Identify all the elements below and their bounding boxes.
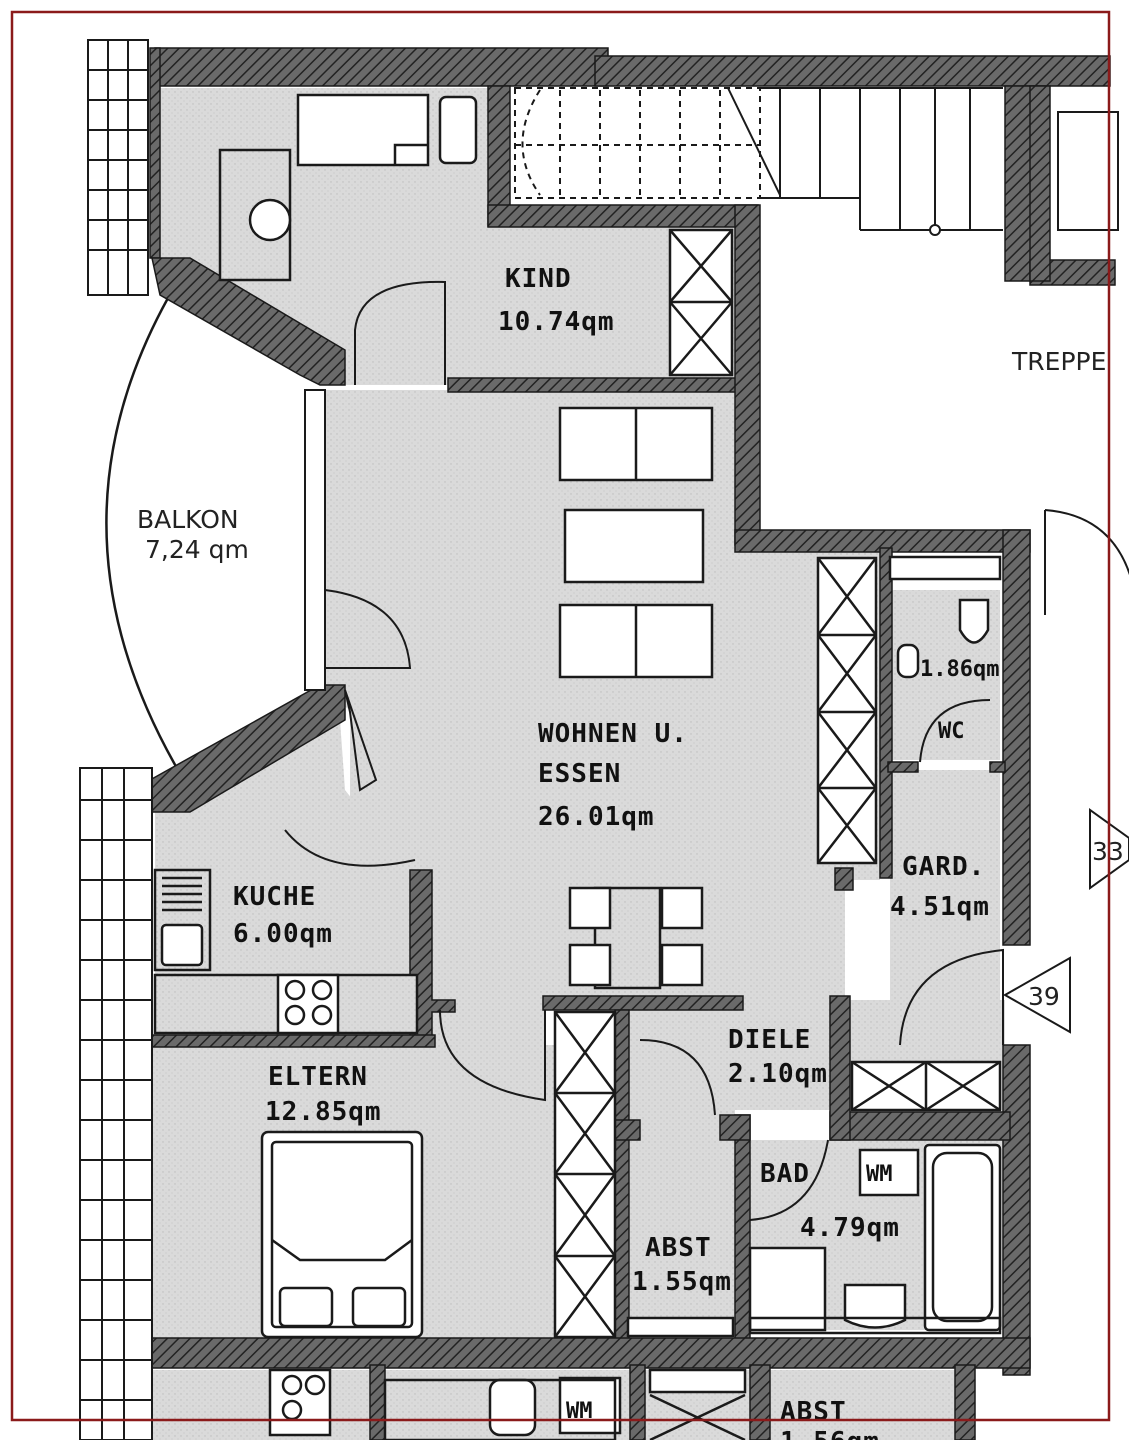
area-gard: 4.51qm xyxy=(890,892,990,922)
chair-2 xyxy=(568,943,612,987)
window-kuche-eltern xyxy=(79,767,153,1440)
bad-sink xyxy=(843,1283,907,1329)
bad-wm xyxy=(858,1148,920,1197)
label-gard: GARD. xyxy=(902,852,985,882)
chair-3 xyxy=(660,886,704,930)
door-kind xyxy=(354,280,446,385)
area-abst-lower: 1.56qm xyxy=(780,1427,880,1440)
label-kuche: KUCHE xyxy=(233,882,316,912)
window-kind xyxy=(87,39,149,296)
area-balkon: 7,24 qm xyxy=(145,535,249,564)
walls xyxy=(149,47,1116,1440)
window-ticks xyxy=(80,69,152,1401)
staircase xyxy=(514,87,1119,236)
label-eltern: ELTERN xyxy=(268,1062,368,1092)
floor-kuche xyxy=(155,720,420,1035)
label-diele: DIELE xyxy=(728,1025,811,1055)
kitchen-sink xyxy=(160,923,204,967)
label-wc: WC xyxy=(938,719,965,744)
area-kind: 10.74qm xyxy=(498,307,615,337)
label-wm-bad: WM xyxy=(866,1162,893,1187)
room-labels: KIND 10.74qm TREPPE BALKON 7,24 qm WOHNE… xyxy=(137,264,1124,1440)
balkon-outline xyxy=(105,297,180,771)
floor-wohnen xyxy=(320,390,880,1100)
coffee-table xyxy=(563,508,705,584)
pillow-left xyxy=(278,1286,334,1328)
door-entry xyxy=(899,948,1004,1046)
area-eltern: 12.85qm xyxy=(265,1097,382,1127)
label-abst-lower: ABST xyxy=(780,1397,847,1427)
label-abst: ABST xyxy=(645,1233,712,1263)
wohnen-wardrobe xyxy=(816,556,878,865)
door-treppe xyxy=(1044,509,1129,576)
doors xyxy=(284,280,1129,1221)
area-abst: 1.55qm xyxy=(632,1267,732,1297)
wc-sink xyxy=(896,643,920,679)
area-bad: 4.79qm xyxy=(800,1213,900,1243)
floor-abst xyxy=(630,1025,735,1325)
wc-toilet xyxy=(958,598,990,644)
area-diele: 2.10qm xyxy=(728,1059,828,1089)
door-eltern xyxy=(439,1009,546,1102)
label-wohnen-1: WOHNEN U. xyxy=(538,719,688,749)
kind-desk xyxy=(296,93,430,167)
label-bad: BAD xyxy=(760,1159,810,1189)
eltern-bed xyxy=(260,1130,424,1339)
floor-gard xyxy=(890,770,1000,1045)
door-bad xyxy=(749,1139,829,1221)
area-wohnen: 26.01qm xyxy=(538,802,655,832)
door-kuche xyxy=(284,829,416,867)
chair-4 xyxy=(660,943,704,987)
kind-chair xyxy=(248,198,292,242)
door-abst xyxy=(639,1039,716,1116)
page-frame xyxy=(10,10,1111,1422)
label-kind: KIND xyxy=(505,264,572,294)
area-kuche: 6.00qm xyxy=(233,919,333,949)
label-treppe: TREPPE xyxy=(1011,347,1106,376)
door-balkon xyxy=(324,589,412,669)
marker-39-label: 39 xyxy=(1028,982,1060,1011)
marker-39 xyxy=(1002,956,1071,1034)
area-wc: 1.86qm xyxy=(920,657,999,682)
kind-shelf xyxy=(438,95,478,165)
bad-tub xyxy=(923,1143,1002,1332)
label-balkon: BALKON xyxy=(137,505,239,534)
door-wc xyxy=(919,699,991,763)
pillow-right xyxy=(351,1286,407,1328)
label-wohnen-2: ESSEN xyxy=(538,759,621,789)
bad-shower xyxy=(748,1246,827,1332)
chair-1 xyxy=(568,886,612,930)
balcony-door xyxy=(304,389,326,691)
